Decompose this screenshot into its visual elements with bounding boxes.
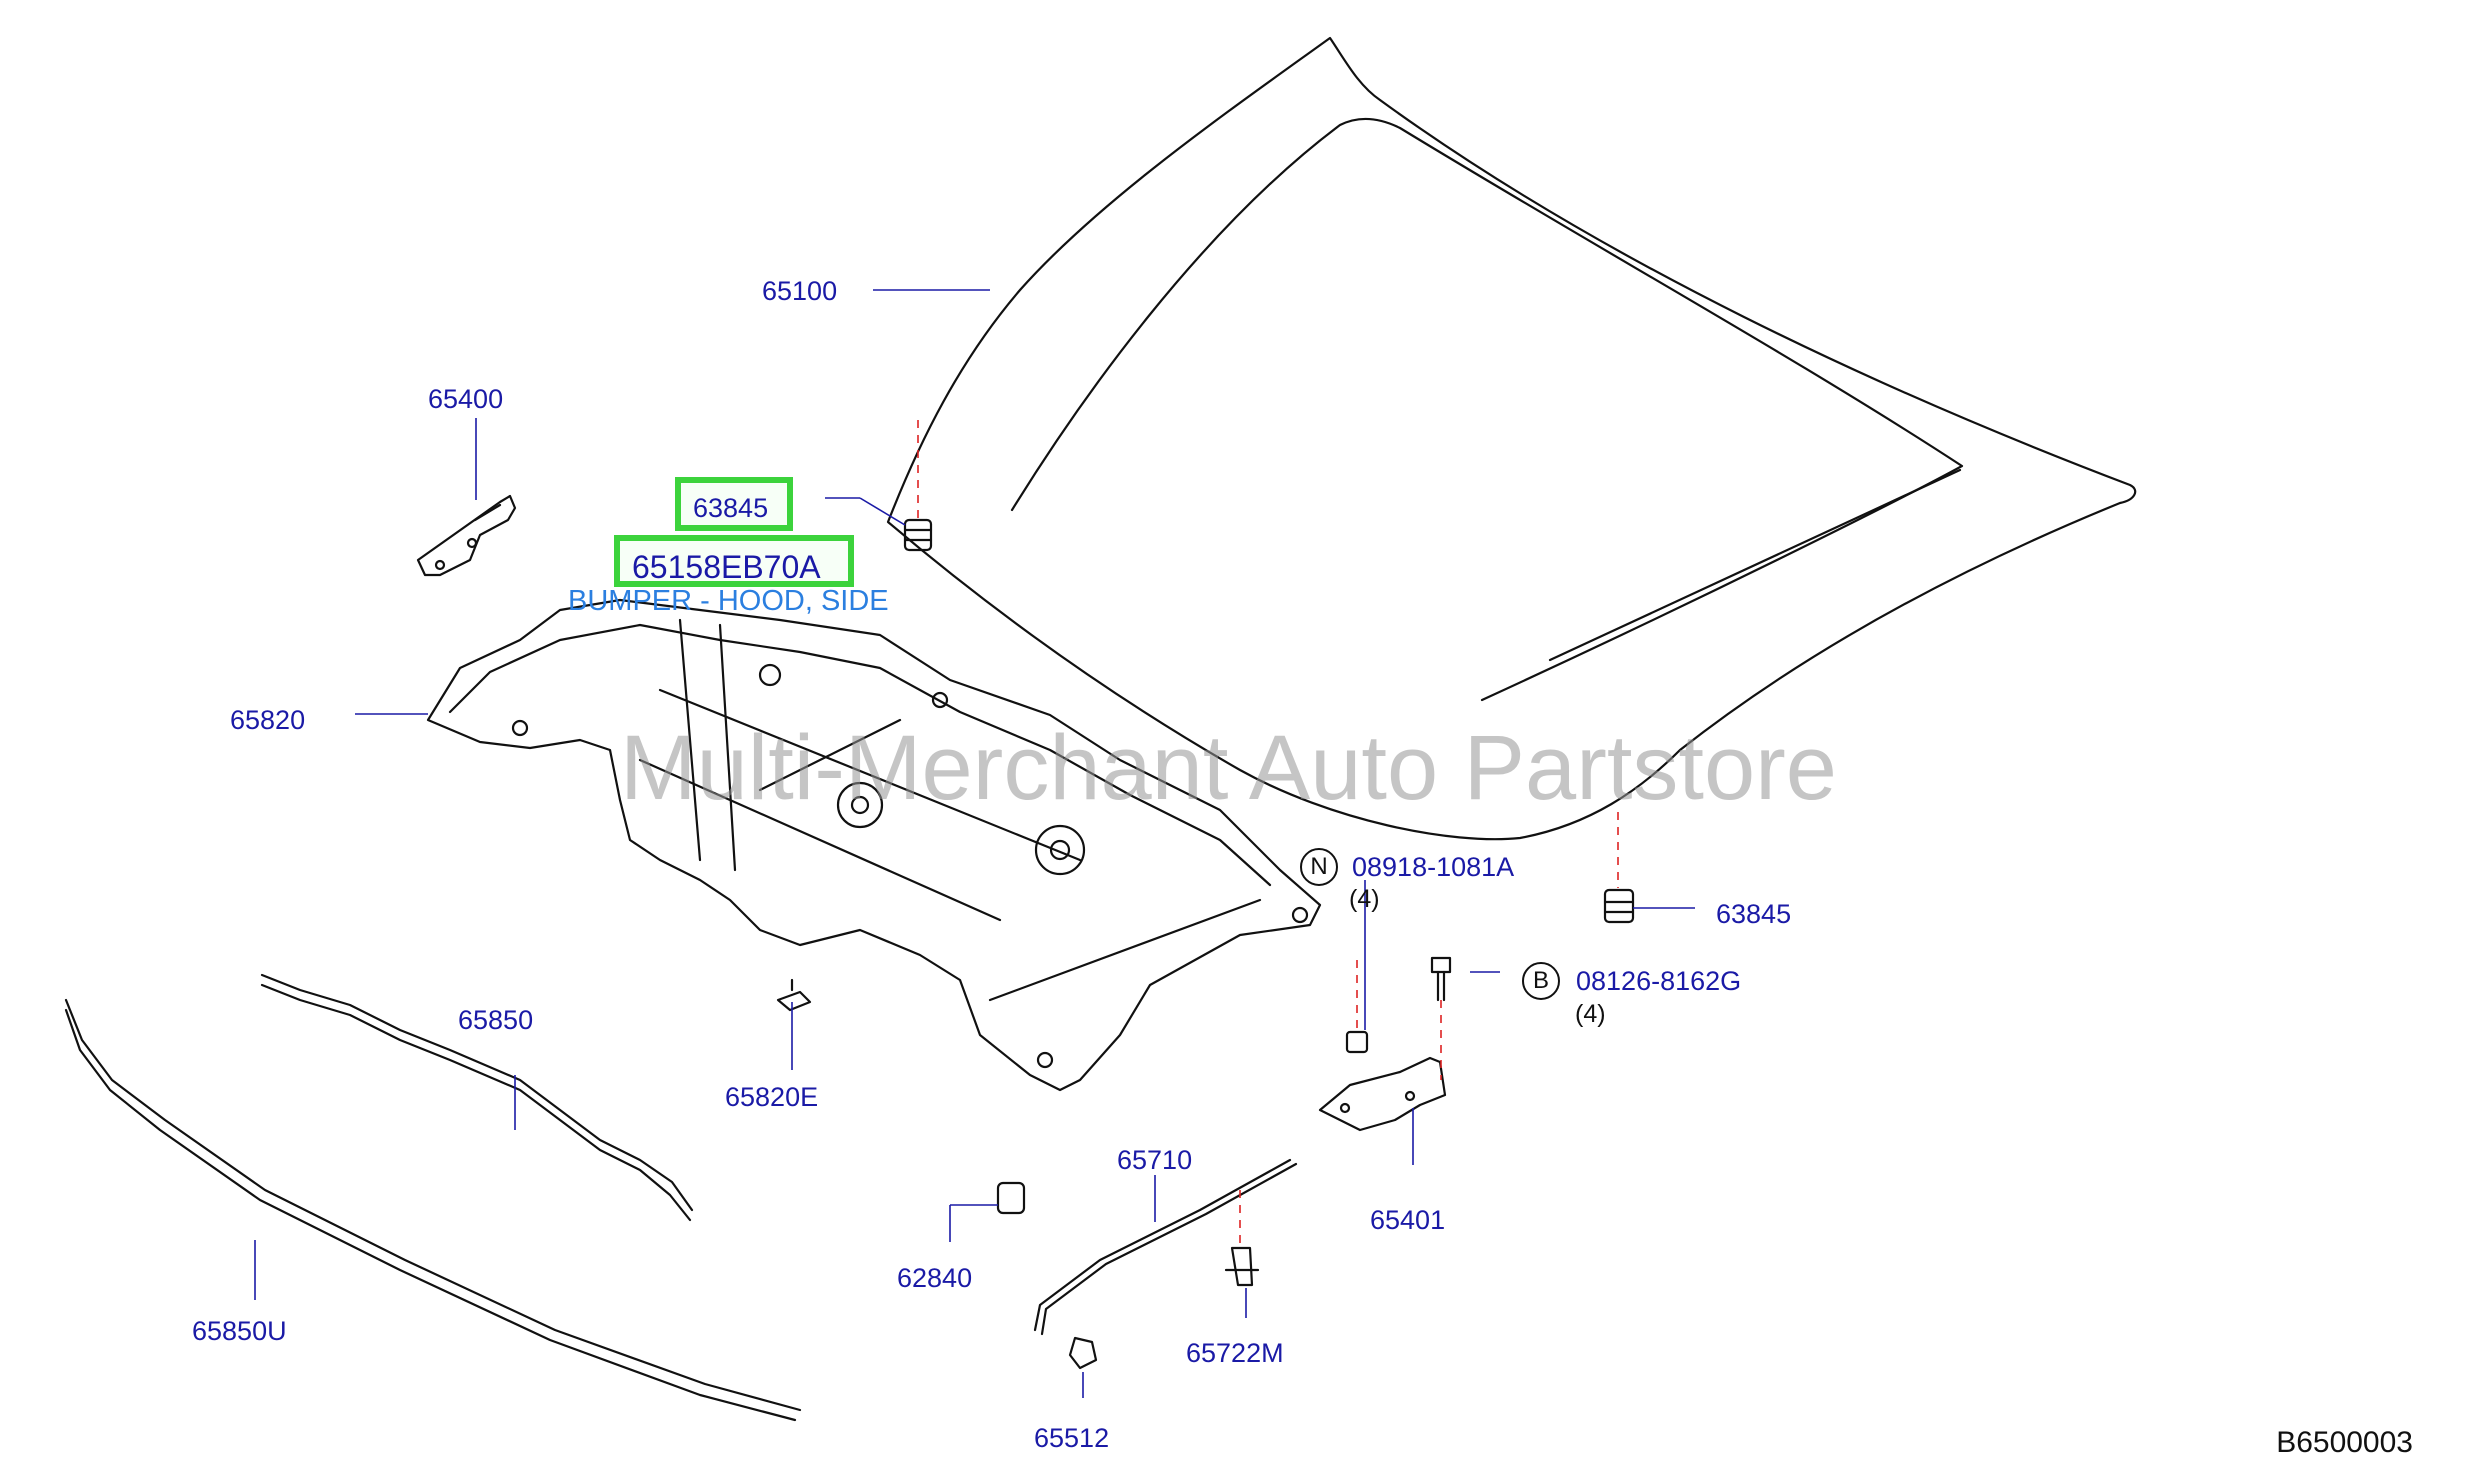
callout-08918-1081A[interactable]: 08918-1081A: [1352, 852, 1515, 882]
hood-panel: [886, 36, 2137, 841]
rod-holder: [1068, 1336, 1098, 1370]
callout-65820[interactable]: 65820: [230, 705, 306, 735]
watermark: Multi-Merchant Auto Partstore: [620, 717, 1837, 819]
grommet: [996, 1181, 1026, 1215]
bolt-quantity: (4): [1575, 1000, 1606, 1028]
callout-65710[interactable]: 65710: [1117, 1145, 1193, 1175]
hinge-right: [1318, 1056, 1447, 1132]
callout-65850[interactable]: 65850: [458, 1005, 534, 1035]
callout-65722M[interactable]: 65722M: [1186, 1338, 1284, 1368]
nut-letter-badge: N: [1300, 848, 1338, 886]
highlight-box-63845[interactable]: 63845: [675, 477, 793, 531]
bumper-left: [903, 518, 933, 552]
bumper-right: [1603, 888, 1635, 924]
callout-65158EB70A: 65158EB70A: [632, 549, 821, 585]
callout-65512[interactable]: 65512: [1034, 1423, 1110, 1453]
bolt-letter-badge: B: [1522, 962, 1560, 1000]
diagram-code: B6500003: [2276, 1426, 2413, 1459]
callout-62840[interactable]: 62840: [897, 1263, 973, 1293]
callout-63845-right[interactable]: 63845: [1716, 899, 1792, 929]
seal-65850: [260, 973, 694, 1222]
nut-quantity: (4): [1349, 885, 1380, 913]
callout-65401[interactable]: 65401: [1370, 1205, 1446, 1235]
clip-65820E: [776, 978, 812, 1012]
part-description: BUMPER - HOOD, SIDE: [568, 585, 889, 617]
seal-65850U: [64, 998, 802, 1422]
nut: [1345, 1030, 1369, 1054]
callout-65400[interactable]: 65400: [428, 384, 504, 414]
bolt: [1430, 956, 1452, 1002]
hinge-left: [416, 494, 517, 577]
insulator-65820: [426, 598, 1322, 1092]
hood-rod: [1033, 1158, 1298, 1336]
rod-clip: [1224, 1246, 1260, 1287]
callout-65820E[interactable]: 65820E: [725, 1082, 819, 1112]
highlight-box-part-number[interactable]: 65158EB70A: [614, 535, 854, 587]
callout-65850U[interactable]: 65850U: [192, 1316, 287, 1346]
callout-63845-top: 63845: [693, 493, 769, 523]
callout-65100[interactable]: 65100: [762, 276, 838, 306]
callout-08126-8162G[interactable]: 08126-8162G: [1576, 966, 1742, 996]
